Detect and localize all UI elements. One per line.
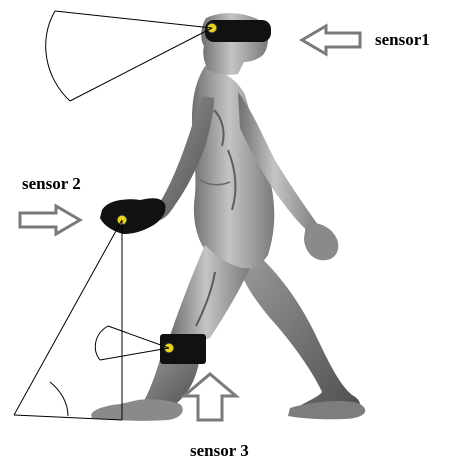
- sensor1-headband: [205, 20, 271, 42]
- sensor1-label: sensor1: [375, 30, 430, 50]
- back-leg: [240, 255, 360, 414]
- sensor2-glove: [100, 198, 166, 234]
- sensor2-label: sensor 2: [22, 174, 81, 194]
- right-arrow-icon: [20, 206, 80, 234]
- sensor3-label: sensor 3: [190, 441, 249, 461]
- sensor3-field-of-view: [95, 326, 169, 360]
- left-arrow-icon: [302, 26, 360, 54]
- fist: [304, 223, 338, 260]
- back-foot: [288, 401, 365, 419]
- sensor2-angle-lines: [14, 220, 122, 420]
- front-foot: [91, 399, 182, 421]
- sensor1-field-of-view: [46, 11, 212, 101]
- sensor3-kneeband: [160, 334, 206, 364]
